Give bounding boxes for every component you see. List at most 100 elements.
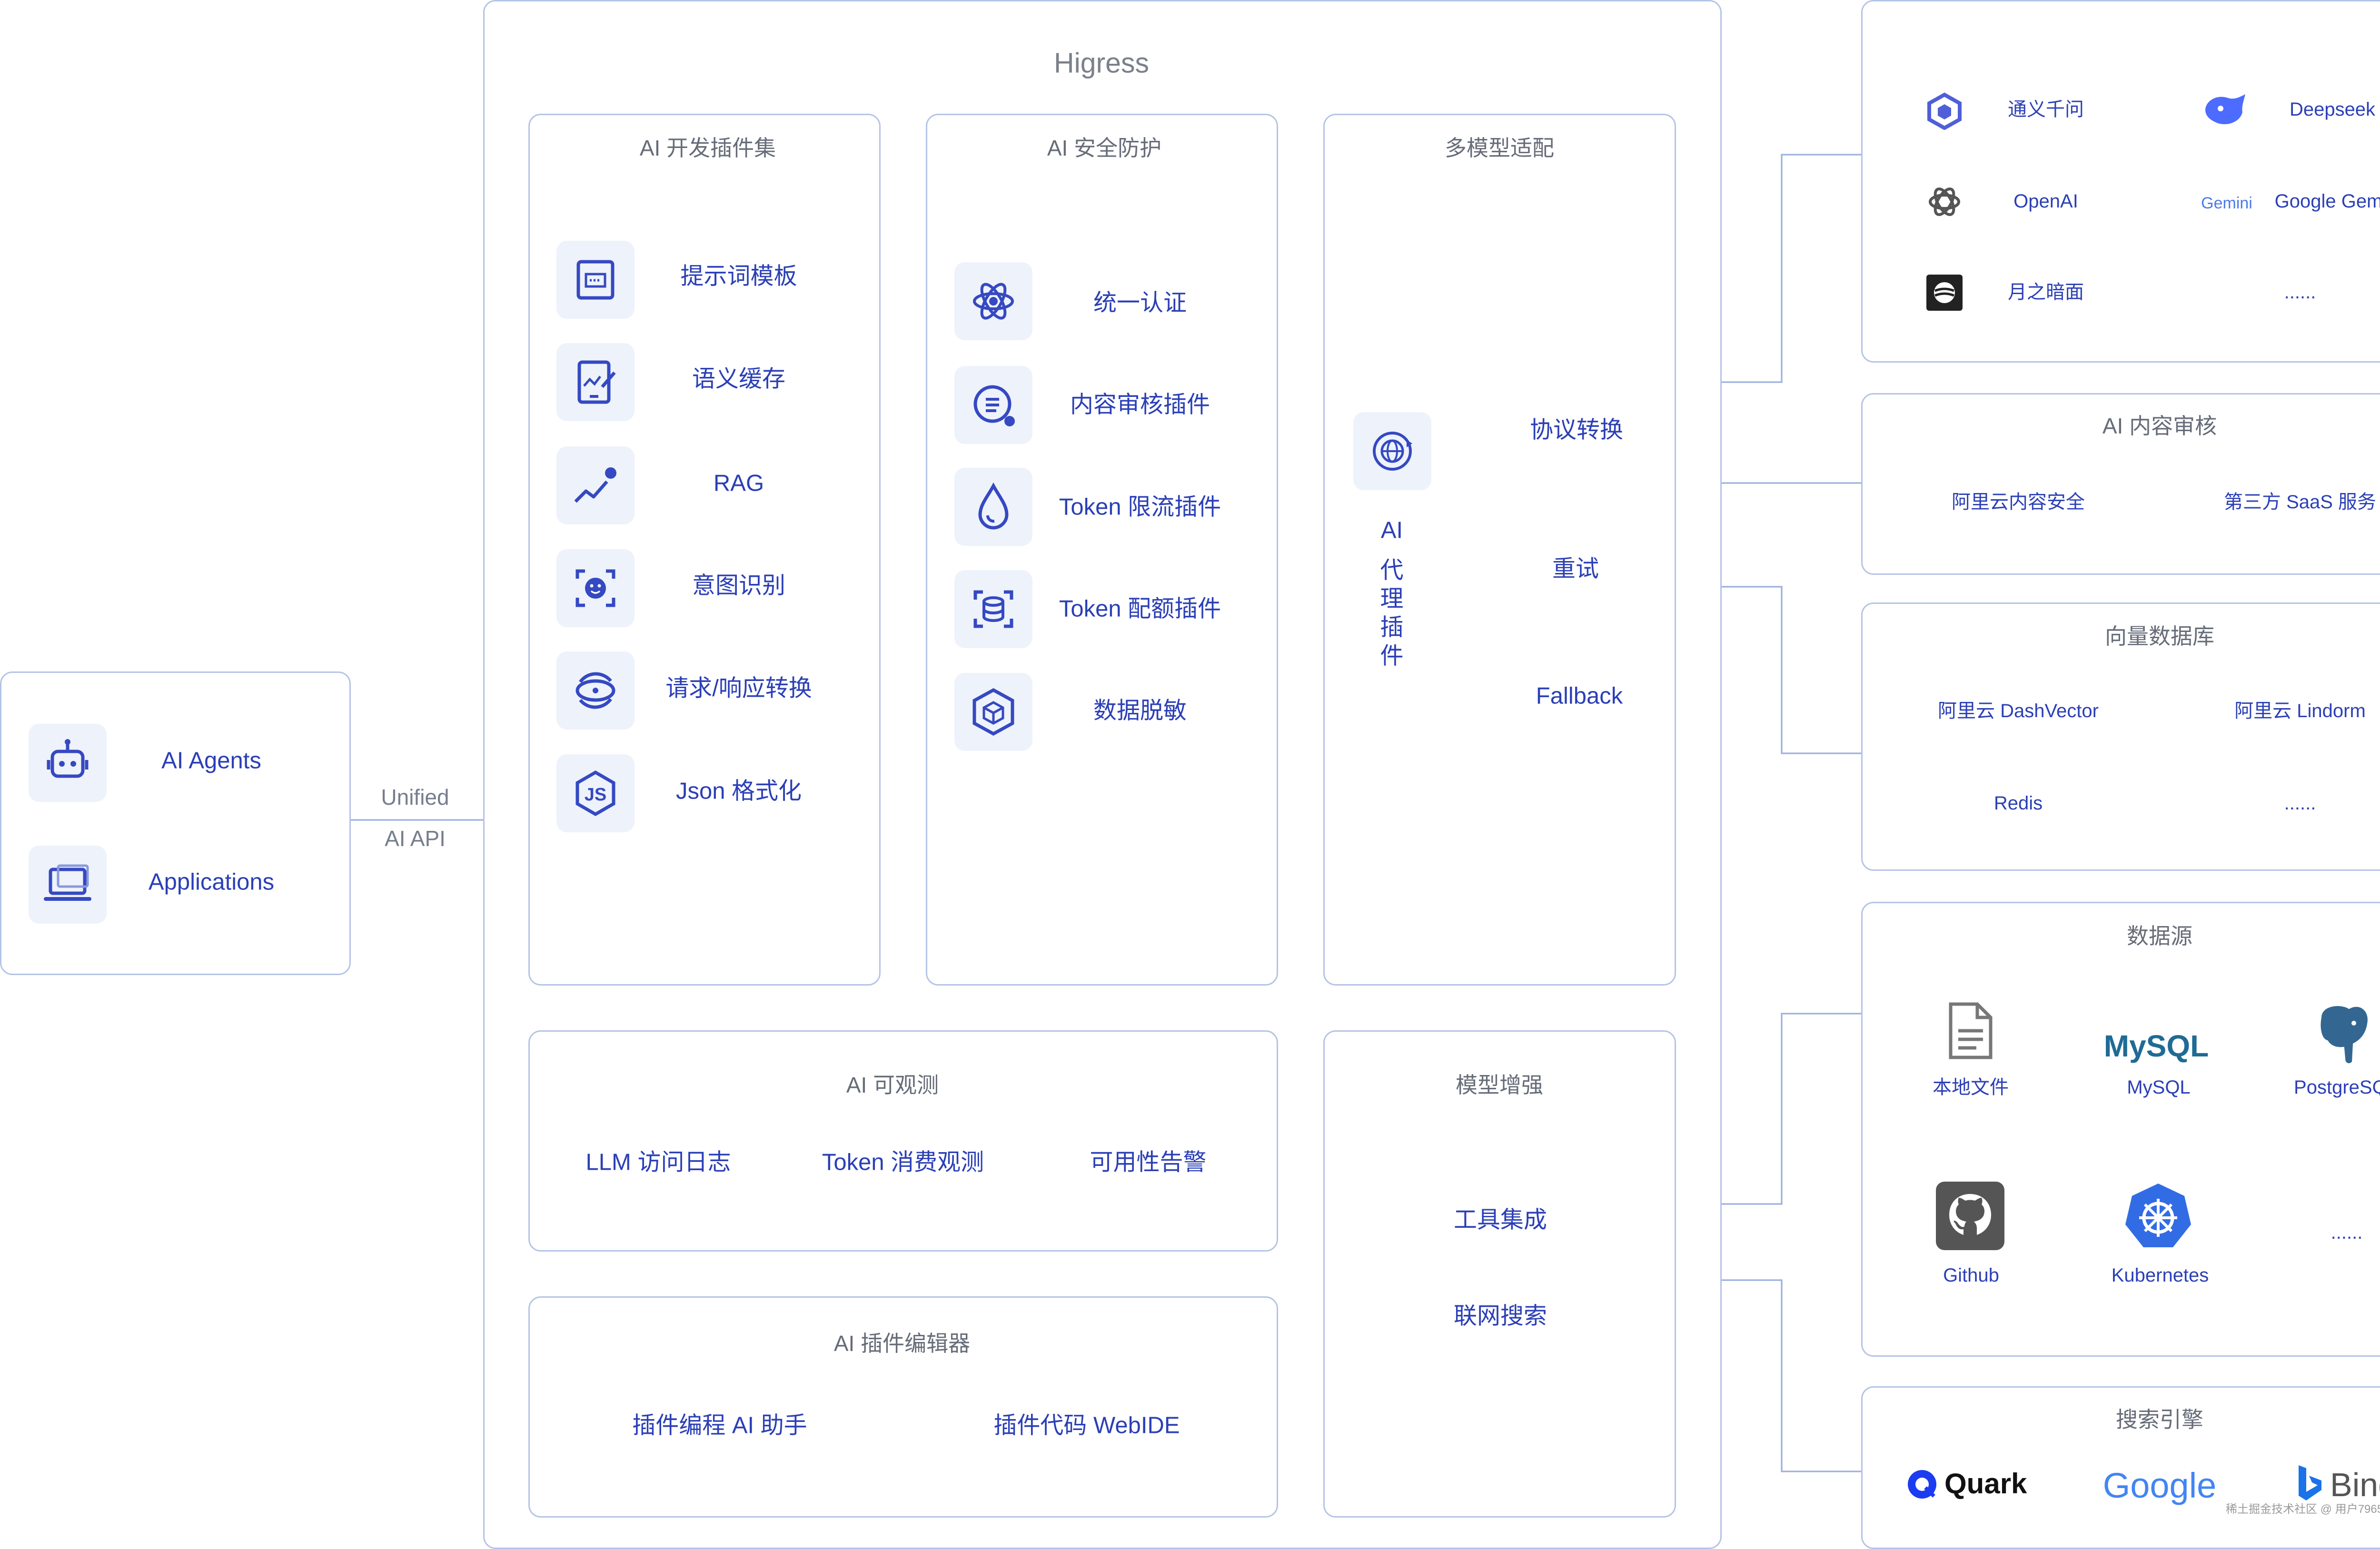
rag-tile: [556, 446, 635, 524]
observability-panel: [528, 1030, 1278, 1252]
quark-icon: [1906, 1469, 1938, 1500]
security-panel: [926, 114, 1278, 986]
search-title: 搜索引擎: [2116, 1407, 2203, 1432]
enhance-panel: [1323, 1030, 1676, 1518]
editor-title: AI 插件编辑器: [833, 1331, 971, 1356]
robot-icon: [47, 739, 89, 778]
moderation-panel: [1861, 393, 2380, 575]
provider-google-gemini[interactable]: Google Gemini: [2274, 191, 2380, 212]
security-content-review[interactable]: 内容审核插件: [1070, 392, 1210, 418]
deepseek-whale-icon: [2202, 89, 2249, 129]
face-scan-icon: [575, 569, 615, 607]
client-ai-agents[interactable]: AI Agents: [161, 748, 261, 774]
applications-tile: [29, 846, 107, 924]
ds-local-file[interactable]: 本地文件: [1933, 1077, 2009, 1098]
transform-tile: [556, 651, 635, 730]
intent-tile: [556, 549, 635, 627]
quota-icon: [973, 590, 1013, 628]
vector-lindorm[interactable]: 阿里云 Lindorm: [2234, 701, 2366, 721]
moderation-title: AI 内容审核: [2102, 414, 2217, 438]
enhance-tool-integration[interactable]: 工具集成: [1453, 1207, 1547, 1233]
provider-tongyi[interactable]: 通义千问: [2008, 99, 2084, 120]
security-token-quota[interactable]: Token 配额插件: [1059, 596, 1221, 622]
template-icon: [576, 260, 615, 300]
proxy-tile: [1353, 412, 1431, 490]
cube-icon: [972, 688, 1014, 736]
vector-redis[interactable]: Redis: [1993, 793, 2043, 814]
bing-icon: [2297, 1463, 2323, 1502]
review-tile: [954, 366, 1032, 444]
enhance-title: 模型增强: [1456, 1073, 1543, 1097]
provider-more: ......: [2284, 282, 2316, 303]
branch-fallback[interactable]: Fallback: [1536, 683, 1623, 709]
plugin-prompt-template[interactable]: 提示词模板: [680, 263, 797, 289]
template-tile: [556, 241, 635, 319]
plugin-semantic-cache[interactable]: 语义缓存: [692, 366, 786, 392]
enhance-web-search[interactable]: 联网搜索: [1453, 1303, 1547, 1329]
multi-model-title: 多模型适配: [1445, 136, 1554, 160]
file-icon: [1946, 1001, 1995, 1060]
proxy-char-3: 插: [1380, 614, 1404, 641]
obs-availability-alert[interactable]: 可用性告警: [1090, 1149, 1207, 1175]
ds-mysql[interactable]: MySQL: [2127, 1077, 2191, 1098]
search-google[interactable]: Google: [2102, 1466, 2217, 1505]
proxy-char-2: 理: [1380, 586, 1404, 612]
ds-github[interactable]: Github: [1943, 1265, 1999, 1286]
security-token-rate-limit[interactable]: Token 限流插件: [1059, 494, 1221, 520]
security-data-desensitization[interactable]: 数据脱敏: [1093, 698, 1187, 724]
kubernetes-icon: [2122, 1181, 2194, 1252]
transform-icon: [575, 672, 615, 709]
branch-protocol-conversion[interactable]: 协议转换: [1529, 417, 1624, 443]
api-label-line2: AI API: [385, 826, 446, 851]
editor-webide[interactable]: 插件代码 WebIDE: [993, 1412, 1180, 1439]
provider-moonshot[interactable]: 月之暗面: [2008, 282, 2084, 303]
trend-line-icon: [574, 467, 616, 503]
client-applications[interactable]: Applications: [148, 869, 275, 895]
vector-db-panel: [1861, 602, 2380, 871]
search-bing[interactable]: Bing: [2330, 1466, 2380, 1503]
js-icon: JS: [575, 770, 615, 817]
multi-model-panel: [1323, 114, 1676, 986]
moderation-aliyun[interactable]: 阿里云内容安全: [1952, 492, 2085, 513]
plugin-rag[interactable]: RAG: [713, 470, 764, 496]
provider-deepseek[interactable]: Deepseek: [2289, 99, 2376, 120]
obs-token-consumption[interactable]: Token 消费观测: [822, 1149, 984, 1175]
laptop-icon: [44, 864, 91, 901]
search-panel: [1861, 1386, 2380, 1549]
watermark: 稀土掘金技术社区 @ 用户7965530458255: [2226, 1503, 2380, 1516]
plugin-intent-recognition[interactable]: 意图识别: [692, 572, 786, 599]
moderation-third-party[interactable]: 第三方 SaaS 服务: [2223, 492, 2377, 513]
gateway-title: Higress: [1054, 47, 1149, 79]
proxy-label: AI: [1380, 517, 1403, 543]
drop-icon: [978, 482, 1009, 530]
ds-postgresql[interactable]: PostgreSQL: [2294, 1077, 2380, 1098]
svg-text:JS: JS: [585, 785, 606, 805]
auth-tile: [954, 262, 1032, 340]
openai-icon: [1925, 183, 1964, 221]
branch-retry[interactable]: 重试: [1552, 556, 1599, 582]
proxy-char-1: 代: [1380, 557, 1404, 583]
gemini-icon: Gemini: [2201, 194, 2252, 212]
editor-ai-assistant[interactable]: 插件编程 AI 助手: [632, 1412, 807, 1439]
editor-panel: [528, 1296, 1278, 1518]
plugin-request-response-transform[interactable]: 请求/响应转换: [665, 675, 812, 701]
api-label-line1: Unified: [381, 785, 449, 809]
search-quark[interactable]: Quark: [1944, 1468, 2027, 1500]
provider-openai[interactable]: OpenAI: [2013, 191, 2078, 212]
plugin-json-format[interactable]: Json 格式化: [675, 778, 802, 804]
ds-kubernetes[interactable]: Kubernetes: [2111, 1265, 2209, 1286]
tongyi-icon: [1925, 92, 1964, 130]
datasources-title: 数据源: [2127, 924, 2192, 948]
vector-more: ......: [2284, 793, 2316, 814]
security-unified-auth[interactable]: 统一认证: [1093, 290, 1187, 316]
clients-panel: [0, 671, 351, 975]
quota-tile: [954, 570, 1032, 648]
github-icon: [1936, 1182, 2004, 1250]
obs-llm-access-log[interactable]: LLM 访问日志: [585, 1149, 731, 1175]
observability-title: AI 可观测: [846, 1073, 939, 1097]
tablet-pen-icon: [577, 360, 616, 404]
mysql-icon: MySQL: [2103, 1029, 2209, 1063]
vector-dashvector[interactable]: 阿里云 DashVector: [1938, 701, 2099, 721]
json-tile: JS: [556, 754, 635, 832]
